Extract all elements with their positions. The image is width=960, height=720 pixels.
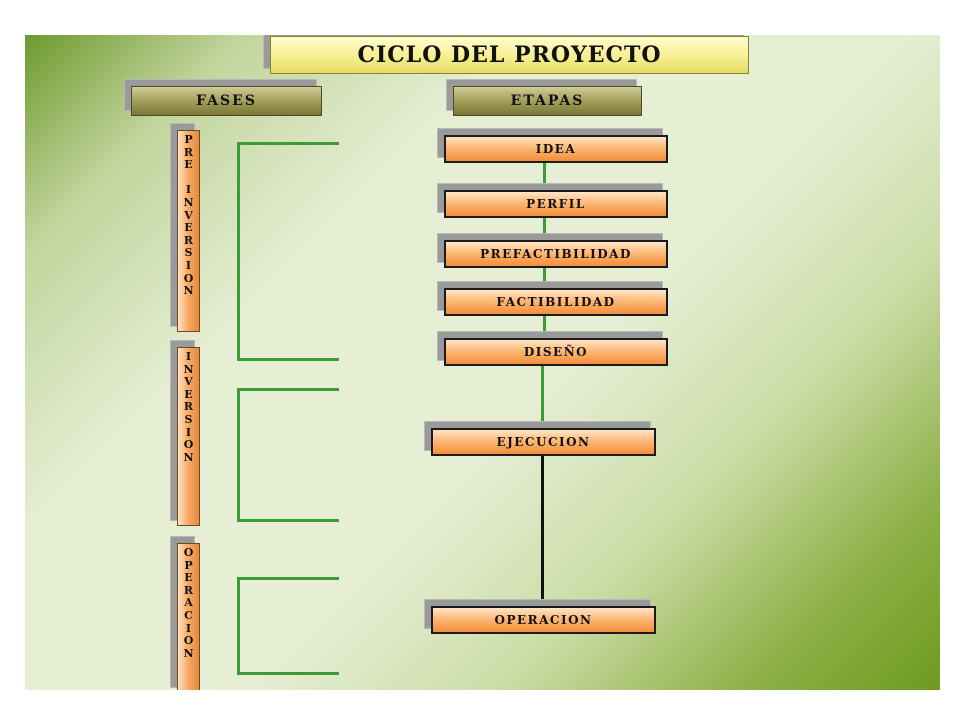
phase-letter: N bbox=[183, 284, 194, 298]
phase-letter: E bbox=[184, 571, 193, 585]
phase-letter: N bbox=[183, 195, 194, 209]
title-box: CICLO DEL PROYECTO bbox=[263, 35, 749, 74]
phase-letter: P bbox=[184, 133, 193, 146]
page-title: CICLO DEL PROYECTO bbox=[270, 36, 749, 74]
phase-letter: O bbox=[183, 438, 194, 452]
stage-diseno-label: DISEÑO bbox=[444, 338, 668, 366]
phase-letter: P bbox=[184, 558, 193, 572]
phase-letter: E bbox=[184, 158, 193, 172]
connector-diseno-ejecucion bbox=[541, 366, 544, 428]
phase-letter: S bbox=[184, 246, 193, 260]
phase-letter: I bbox=[185, 621, 192, 635]
bracket-pre-inversion-top bbox=[237, 142, 339, 145]
connector-perfil-prefactibilidad bbox=[543, 217, 546, 243]
phase-letter: I bbox=[185, 258, 192, 272]
stage-diseno: DISEÑO bbox=[437, 331, 668, 366]
phase-letter: I bbox=[185, 425, 192, 439]
connector-ejecucion-operacion bbox=[541, 456, 544, 606]
stage-ejecucion-label: EJECUCION bbox=[431, 428, 656, 456]
phase-letter: E bbox=[184, 387, 193, 401]
connector-idea-perfil bbox=[543, 163, 546, 193]
bracket-operacion-side bbox=[237, 577, 240, 675]
phase-letter: V bbox=[184, 375, 193, 389]
phase-letter: O bbox=[183, 634, 194, 648]
phase-letter: C bbox=[184, 608, 193, 622]
stage-perfil-label: PERFIL bbox=[444, 190, 668, 218]
bracket-inversion-bottom bbox=[237, 519, 339, 522]
etapas-header: ETAPAS bbox=[453, 86, 642, 116]
phase-letter: N bbox=[183, 362, 194, 376]
stage-ejecucion: EJECUCION bbox=[424, 421, 656, 456]
bracket-pre-inversion-bottom bbox=[237, 358, 339, 361]
phase-letter: R bbox=[183, 233, 194, 247]
stage-prefactibilidad: PREFACTIBILIDAD bbox=[437, 233, 668, 268]
phase-letter: O bbox=[183, 546, 194, 559]
connector-prefactibilidad-factibilidad bbox=[543, 267, 546, 291]
phase-letter: N bbox=[183, 646, 194, 660]
bracket-inversion-top bbox=[237, 388, 339, 391]
stage-operacion: OPERACION bbox=[424, 599, 656, 634]
etapas-header-box: ETAPAS bbox=[446, 79, 642, 116]
fases-header: FASES bbox=[131, 86, 322, 116]
stage-operacion-label: OPERACION bbox=[431, 606, 656, 634]
stage-prefactibilidad-label: PREFACTIBILIDAD bbox=[444, 240, 668, 268]
bracket-inversion-side bbox=[237, 388, 240, 522]
phase-letter: R bbox=[183, 583, 194, 597]
stage-perfil: PERFIL bbox=[437, 183, 668, 218]
phase-letter: R bbox=[183, 145, 194, 159]
phase-letter: R bbox=[183, 400, 194, 414]
phase-letter: S bbox=[184, 412, 193, 426]
phase-letter: N bbox=[183, 450, 194, 464]
phase-letter: A bbox=[184, 596, 193, 610]
phase-letter: O bbox=[183, 271, 194, 285]
phase-letter: E bbox=[184, 221, 193, 235]
bracket-operacion-top bbox=[237, 577, 339, 580]
phase-letter: I bbox=[185, 183, 192, 197]
fases-header-box: FASES bbox=[124, 79, 322, 116]
stage-idea: IDEA bbox=[437, 128, 668, 163]
phase-letter: I bbox=[185, 350, 192, 363]
stage-factibilidad: FACTIBILIDAD bbox=[437, 281, 668, 316]
bracket-pre-inversion-side bbox=[237, 142, 240, 361]
connector-factibilidad-diseno bbox=[543, 315, 546, 339]
phase-letter: V bbox=[184, 208, 193, 222]
stage-idea-label: IDEA bbox=[444, 135, 668, 163]
stage-factibilidad-label: FACTIBILIDAD bbox=[444, 288, 668, 316]
bracket-operacion-bottom bbox=[237, 672, 339, 675]
